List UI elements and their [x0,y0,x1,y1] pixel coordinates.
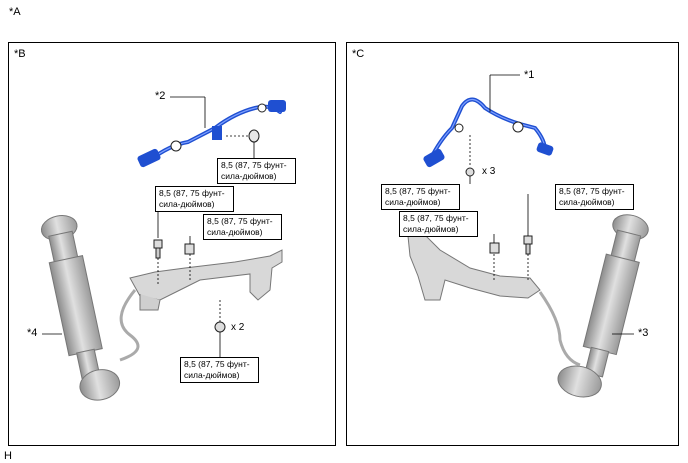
panel-b [8,42,336,446]
torque-spec-b3: 8,5 (87, 75 фунт- сила-дюймов) [203,214,282,240]
callout-3: *3 [638,327,649,339]
speed-sensor-harness-b [137,100,286,168]
callout-4: *4 [27,327,38,339]
bolt-b2 [153,239,163,259]
shock-absorber-b [40,215,121,401]
torque-value: 8,5 (87, 75 фунт- [385,186,451,196]
torque-unit: сила-дюймов) [184,370,240,380]
speed-sensor-harness-c [423,97,554,168]
bolt-c3 [523,235,533,255]
torque-unit: сила-дюймов) [559,197,615,207]
torque-value: 8,5 (87, 75 фунт- [403,213,469,223]
callout-2: *2 [155,90,166,102]
torque-unit: сила-дюймов) [221,171,277,181]
quantity-multiplier-c: x 3 [482,166,496,177]
header-label: *A [9,6,21,18]
shock-absorber-c [557,214,649,398]
torque-value: 8,5 (87, 75 фунт- [159,188,225,198]
torque-spec-b2: 8,5 (87, 75 фунт- сила-дюймов) [155,186,234,212]
footer-label: H [4,450,12,462]
torque-value: 8,5 (87, 75 фунт- [207,216,273,226]
panel-c-label: *C [352,48,365,60]
quantity-multiplier-b: x 2 [231,322,245,333]
bolt-c1 [465,167,475,177]
panel-c [346,42,679,446]
bracket-c [407,231,541,301]
torque-value: 8,5 (87, 75 фунт- [184,359,250,369]
bolt-b1 [248,129,260,143]
torque-unit: сила-дюймов) [385,197,441,207]
panel-b-label: *B [14,48,26,60]
callout-1: *1 [524,69,535,81]
torque-spec-c1: 8,5 (87, 75 фунт- сила-дюймов) [381,184,460,210]
torque-unit: сила-дюймов) [403,224,459,234]
bracket-b [129,249,283,311]
torque-unit: сила-дюймов) [207,227,263,237]
torque-spec-b1: 8,5 (87, 75 фунт- сила-дюймов) [217,158,296,184]
torque-spec-c2: 8,5 (87, 75 фунт- сила-дюймов) [399,211,478,237]
torque-value: 8,5 (87, 75 фунт- [221,160,287,170]
bolt-b4 [214,321,226,333]
torque-spec-c3: 8,5 (87, 75 фунт- сила-дюймов) [555,184,634,210]
bolt-c2 [489,242,500,254]
torque-spec-b4: 8,5 (87, 75 фунт- сила-дюймов) [180,357,259,383]
torque-value: 8,5 (87, 75 фунт- [559,186,625,196]
bolt-b3 [184,243,195,255]
torque-unit: сила-дюймов) [159,199,215,209]
